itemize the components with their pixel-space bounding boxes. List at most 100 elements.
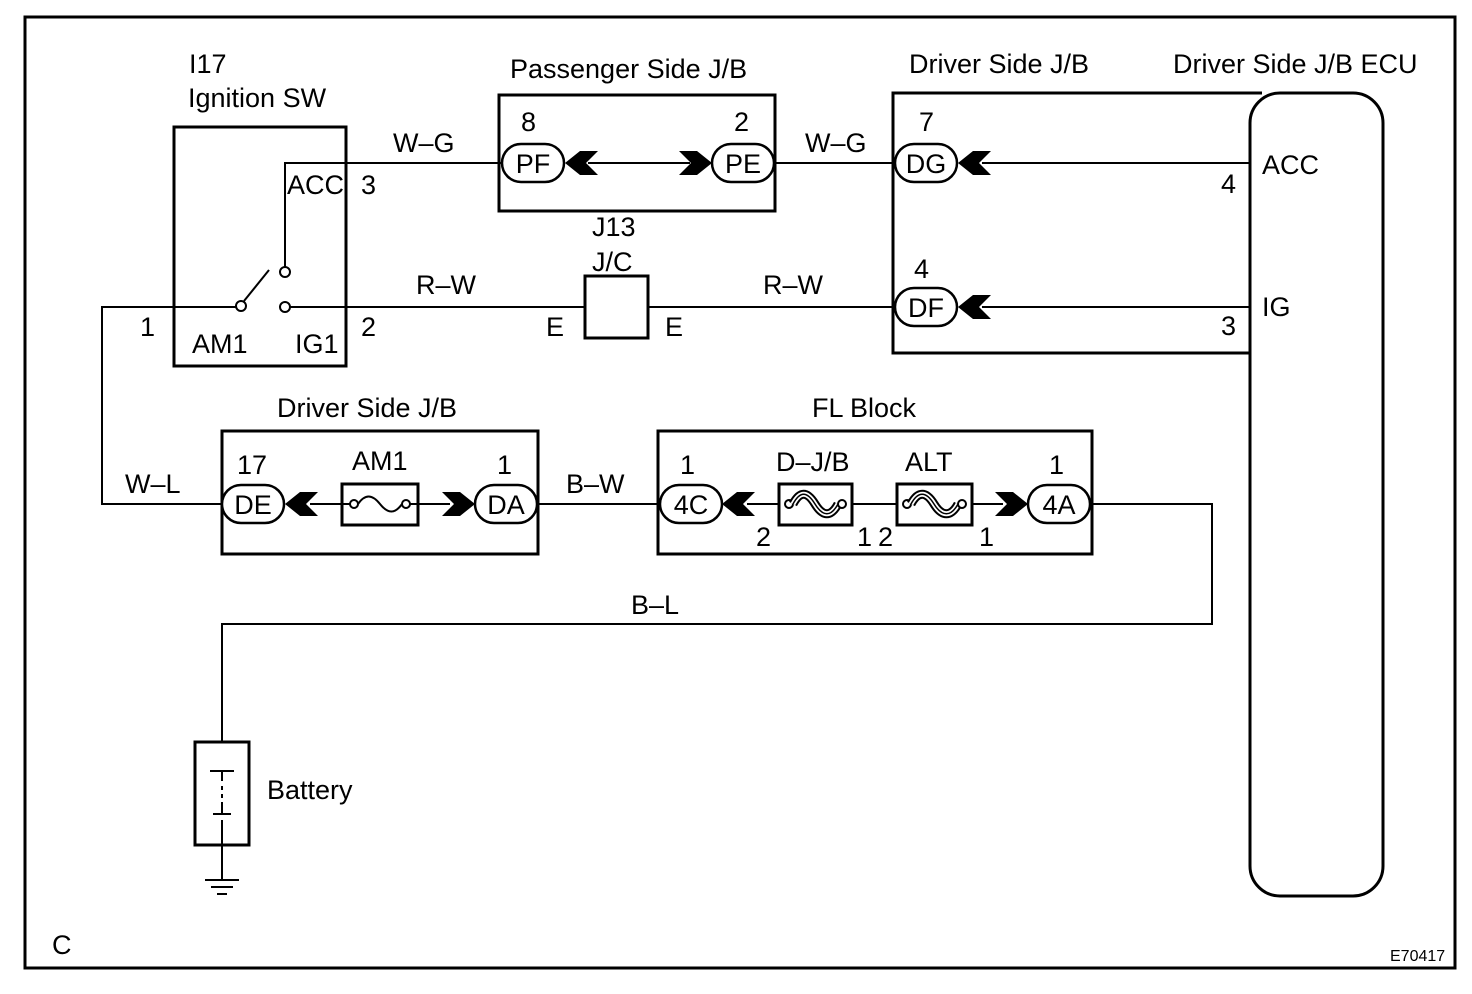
de-female-arrow xyxy=(285,492,318,516)
ecu-title: Driver Side J/B ECU xyxy=(1173,49,1418,79)
pe-pin: 2 xyxy=(734,107,749,137)
passenger-side-jb: Passenger Side J/B 8 PF PE 2 xyxy=(497,54,777,213)
battery: Battery xyxy=(193,740,353,847)
wire-am1-feed xyxy=(101,306,236,505)
am1-fuse-terminal-left xyxy=(349,499,359,509)
djb-link-label: D–J/B xyxy=(776,447,850,477)
alt-link-element-core xyxy=(910,493,959,515)
ecu-acc-pin: 4 xyxy=(1221,169,1236,199)
alt-link-label: ALT xyxy=(905,447,953,477)
4c-female-arrow xyxy=(722,492,755,516)
djb-link-terminal-right xyxy=(837,499,847,509)
passenger-jb-body xyxy=(497,93,777,213)
ecu-acc-label: ACC xyxy=(1262,150,1319,180)
alt-link-pin-in: 2 xyxy=(878,522,893,552)
ignition-switch-name: Ignition SW xyxy=(188,83,327,113)
switch-am1-label: AM1 xyxy=(192,329,248,359)
pf-code: PF xyxy=(516,149,551,179)
df-pin: 4 xyxy=(914,254,929,284)
pf-female-arrow xyxy=(565,151,598,175)
djb-link-body xyxy=(777,482,854,527)
diagram-frame xyxy=(23,15,1457,970)
djb-link-pin-in: 2 xyxy=(756,522,771,552)
dg-pin: 7 xyxy=(919,107,934,137)
wire-battery-feed xyxy=(221,503,1213,742)
jc-ref: J13 xyxy=(592,212,636,242)
da-pin: 1 xyxy=(497,450,512,480)
driver-jb-lower-title: Driver Side J/B xyxy=(277,393,457,423)
driver-side-jb-ecu: Driver Side J/B ECU ACC 4 IG 3 xyxy=(1173,49,1418,898)
de-pin: 17 xyxy=(237,450,267,480)
ecu-body xyxy=(1248,91,1385,898)
df-female-arrow xyxy=(958,295,991,319)
djb-link-pin-out: 1 xyxy=(857,522,872,552)
am1-fuse-label: AM1 xyxy=(352,446,408,476)
switch-am1-pin: 1 xyxy=(140,312,155,342)
de-code: DE xyxy=(234,490,272,520)
4c-pin: 1 xyxy=(680,450,695,480)
ecu-ig-label: IG xyxy=(1262,292,1291,322)
wire-color-am1-feed: W–L xyxy=(125,469,181,499)
driver-jb-upper-title: Driver Side J/B xyxy=(909,49,1089,79)
passenger-jb-title: Passenger Side J/B xyxy=(510,54,747,84)
dg-female-arrow xyxy=(958,151,991,175)
acc-contact xyxy=(279,266,291,278)
4a-connector xyxy=(1026,483,1092,525)
switch-acc-pin: 3 xyxy=(361,170,376,200)
ignition-switch: I17 Ignition SW ACC 3 AM1 IG1 1 2 xyxy=(140,49,376,368)
alt-link-pin-out: 1 xyxy=(979,522,994,552)
switch-pivot-contact xyxy=(235,300,247,312)
wire-color-acc-jb-side: W–G xyxy=(805,128,867,158)
figure-letter: C xyxy=(52,930,72,960)
switch-ig1-label: IG1 xyxy=(295,329,339,359)
fl-block-title: FL Block xyxy=(812,393,917,423)
driver-jb-lower-body xyxy=(220,429,540,556)
da-connector xyxy=(473,483,539,525)
ignition-switch-ref: I17 xyxy=(189,49,227,79)
wire-color-fuse-feed: B–W xyxy=(566,469,625,499)
wire-acc-switch xyxy=(284,162,502,267)
da-code: DA xyxy=(487,490,525,520)
da-male-arrow xyxy=(442,492,475,516)
4c-code: 4C xyxy=(674,490,709,520)
djb-link-element-core xyxy=(792,493,839,515)
wire-color-ig-jb-side: R–W xyxy=(763,270,824,300)
alt-link-body xyxy=(895,482,974,527)
df-code: DF xyxy=(908,293,944,323)
alt-link-terminal-right xyxy=(957,499,967,509)
switch-ig1-pin: 2 xyxy=(361,312,376,342)
pe-connector xyxy=(710,142,776,184)
df-connector xyxy=(893,286,959,328)
jc-body xyxy=(583,274,650,340)
figure-code: E70417 xyxy=(1390,948,1445,965)
wire-color-battery-feed: B–L xyxy=(631,590,679,620)
driver-jb-upper-body xyxy=(891,91,1262,355)
pf-pin: 8 xyxy=(521,107,536,137)
junction-connector: J13 J/C E E xyxy=(546,212,683,342)
pe-male-arrow xyxy=(679,151,712,175)
am1-fuse-terminal-right xyxy=(401,499,411,509)
4a-code: 4A xyxy=(1042,490,1075,520)
jc-right-terminal: E xyxy=(665,312,683,342)
dg-code: DG xyxy=(906,149,947,179)
4a-male-arrow xyxy=(995,492,1028,516)
4a-pin: 1 xyxy=(1049,450,1064,480)
switch-blade xyxy=(243,269,270,302)
fl-block-body xyxy=(656,429,1094,556)
driver-side-jb-upper: Driver Side J/B 7 DG 4 DF xyxy=(891,49,1262,355)
ignition-switch-body xyxy=(172,125,348,368)
pf-connector xyxy=(500,142,566,184)
wire-color-ig-switch-side: R–W xyxy=(416,270,477,300)
de-connector xyxy=(220,483,286,525)
ground-icon xyxy=(205,879,239,895)
jc-left-terminal: E xyxy=(546,312,564,342)
ecu-ig-pin: 3 xyxy=(1221,311,1236,341)
driver-side-jb-lower: Driver Side J/B 17 DE AM1 1 DA xyxy=(220,393,540,556)
ig1-contact xyxy=(279,301,291,313)
pe-code: PE xyxy=(725,149,761,179)
wire-color-acc-switch-side: W–G xyxy=(393,128,455,158)
switch-acc-label: ACC xyxy=(287,170,344,200)
jc-name: J/C xyxy=(592,247,633,277)
wires: W–G W–G R–W R–W W–L B–W B–L xyxy=(101,128,1250,880)
